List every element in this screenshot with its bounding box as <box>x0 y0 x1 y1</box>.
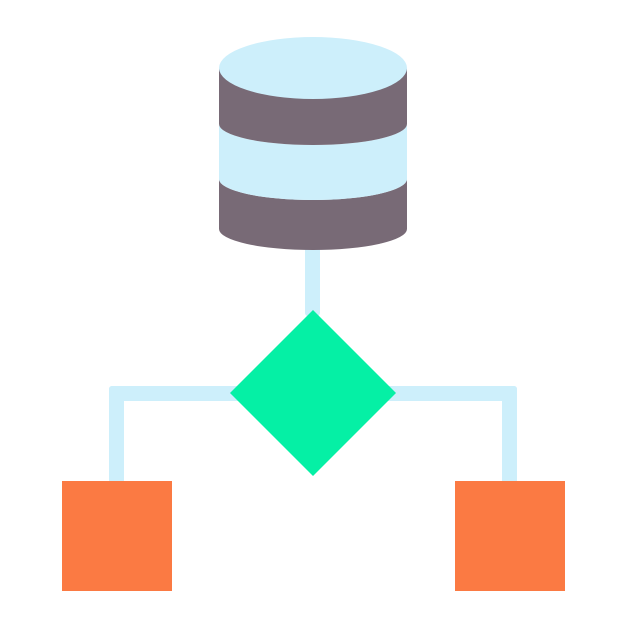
database-lower-band <box>219 179 407 250</box>
right-horizontal-connector <box>357 386 517 401</box>
right-vertical-connector <box>502 386 517 486</box>
database-connector <box>305 246 320 316</box>
database-cylinder <box>219 37 407 250</box>
connector-lines <box>109 246 517 486</box>
left-vertical-connector <box>109 386 124 486</box>
right-process-box <box>455 481 565 591</box>
decision-diamond <box>230 310 396 476</box>
database-middle-band <box>219 124 407 200</box>
left-process-box <box>62 481 172 591</box>
database-top <box>219 37 407 99</box>
left-horizontal-connector <box>109 386 269 401</box>
